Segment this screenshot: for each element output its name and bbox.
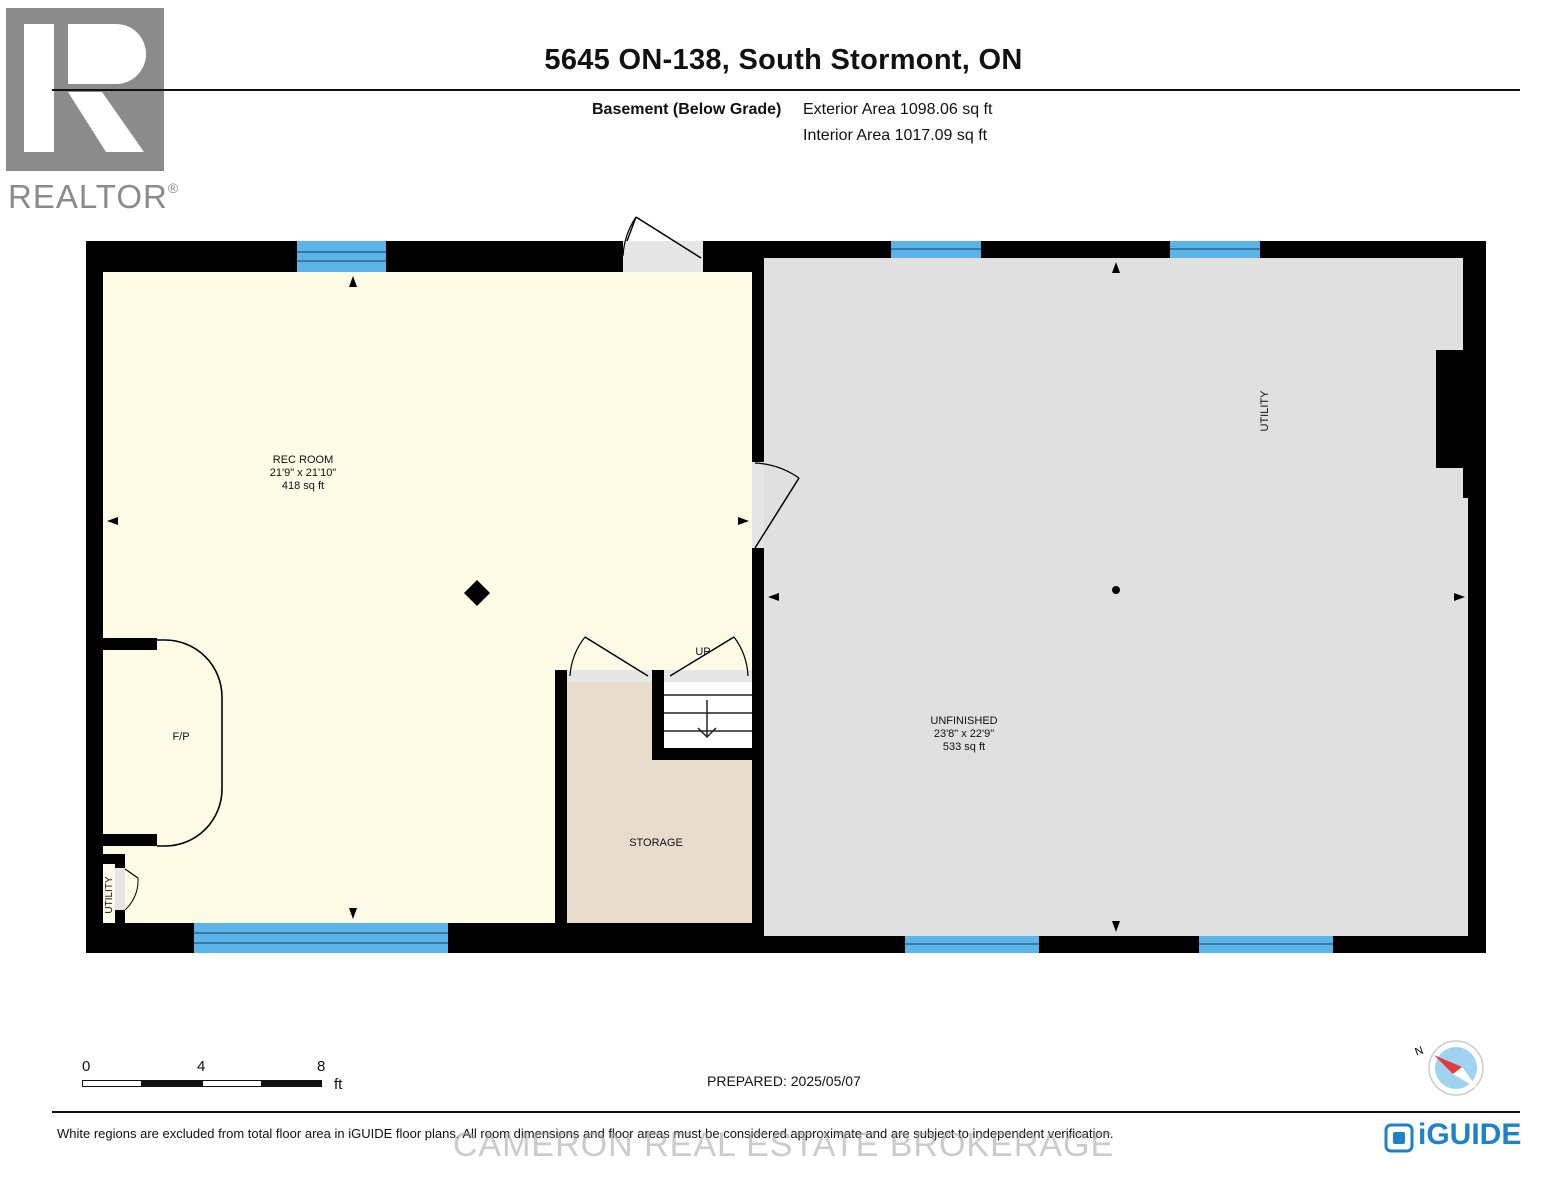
rec-room-dims: 21'9" x 21'10" [270,467,337,479]
storage-wall [555,670,567,930]
fireplace-outline [157,639,223,847]
page-title: 5645 ON-138, South Stormont, ON [544,44,1023,76]
utility-label: UTILITY [1259,390,1271,432]
unfinished-area: 533 sq ft [943,741,985,753]
disclaimer: White regions are excluded from total fl… [57,1126,1114,1141]
utility-small-label: UTILITY [104,876,115,914]
footer-divider [52,1111,1520,1113]
interior-area: Interior Area 1017.09 sq ft [803,127,988,144]
utility-chimney [1436,350,1463,468]
scale-unit: ft [334,1076,343,1093]
compass-icon: N [1413,1040,1484,1096]
level-label: Basement (Below Grade) [592,101,782,118]
compass-north-label: N [1413,1045,1425,1059]
rec-room-area: 418 sq ft [282,480,324,492]
rec-room-name: REC ROOM [273,454,334,466]
fireplace-label: F/P [172,731,189,743]
scale-tick: 0 [82,1058,91,1075]
storage-label: STORAGE [629,837,683,849]
unfinished-dims: 23'8" x 22'9" [934,728,994,740]
title-divider [52,89,1520,91]
iguide-mark-icon [1384,1123,1414,1153]
iguide-wordmark: iGUIDE [1418,1118,1522,1151]
scale-tick: 4 [197,1058,206,1075]
scale-bar: 0 4 8 ft [80,1058,360,1098]
stair-arrow-icon [697,727,717,739]
brokerage-watermark: CAMERON REAL ESTATE BROKERAGE [452,1126,1115,1164]
post-marker-icon [464,580,490,606]
partition-wall [752,258,764,936]
stairs-label: UP [695,646,710,658]
unfinished-floor [764,258,1468,936]
compass-needle-icon [1434,1055,1462,1074]
dimension-arrows [107,262,1465,932]
iguide-logo: iGUIDE [1384,1118,1521,1158]
windows [194,241,1333,953]
scale-tick: 8 [317,1058,326,1075]
unfinished-name: UNFINISHED [930,715,997,727]
stairs [664,682,752,748]
exterior-area: Exterior Area 1098.06 sq ft [803,101,993,118]
realtor-wordmark: REALTOR® [8,178,180,215]
compass: N [1412,1037,1488,1099]
prepared-date: PREPARED: 2025/05/07 [707,1073,861,1089]
doors [115,216,800,911]
post-marker-icon [1112,586,1120,594]
